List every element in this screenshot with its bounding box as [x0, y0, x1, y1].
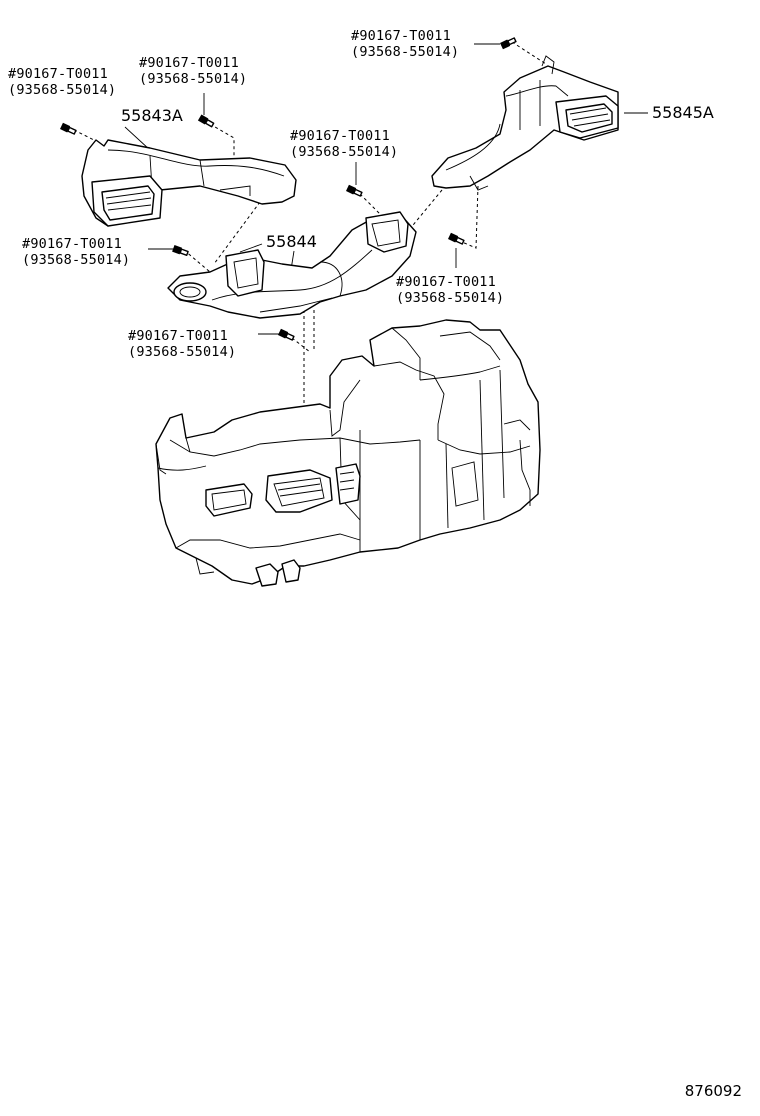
bolt-label-top-right: #90167-T0011 (93568-55014): [351, 28, 459, 60]
left-duct-55843a: [81, 139, 297, 227]
bolt-part-number: #90167-T0011: [139, 55, 239, 71]
bolt-alt-part-number: (93568-55014): [8, 82, 117, 98]
part-number-left-duct: 55843A: [121, 106, 183, 125]
bolt-label-right: #90167-T0011 (93568-55014): [396, 274, 504, 306]
bolt-label-top-left: #90167-T0011 (93568-55014): [8, 66, 116, 98]
bolt-icons: [59, 37, 517, 341]
bolt-label-top-center: #90167-T0011 (93568-55014): [139, 55, 247, 87]
bolt-alt-part-number: (93568-55014): [128, 344, 237, 360]
bolt-icon: [59, 122, 77, 135]
figure-number: 876092: [684, 1082, 742, 1100]
bolt-label-center: #90167-T0011 (93568-55014): [290, 128, 398, 160]
bolt-alt-part-number: (93568-55014): [22, 252, 131, 268]
bolt-part-number: #90167-T0011: [396, 274, 496, 290]
bolt-icon: [447, 232, 465, 245]
part-number-center-duct: 55844: [266, 232, 317, 251]
bolt-label-left: #90167-T0011 (93568-55014): [22, 236, 130, 268]
center-duct-55844: [167, 211, 417, 319]
bolt-label-lower: #90167-T0011 (93568-55014): [128, 328, 236, 360]
bolt-part-number: #90167-T0011: [290, 128, 390, 144]
bolt-icon: [197, 114, 215, 128]
bolt-icon: [499, 37, 517, 50]
leader-lines: [124, 43, 648, 335]
heater-unit: [155, 319, 541, 587]
part-number-right-duct: 55845A: [652, 103, 714, 122]
bolt-icon: [277, 328, 295, 341]
bolt-part-number: #90167-T0011: [8, 66, 108, 82]
bolt-alt-part-number: (93568-55014): [351, 44, 460, 60]
bolt-icon: [345, 184, 363, 197]
bolt-alt-part-number: (93568-55014): [290, 144, 399, 160]
bolt-icon: [172, 245, 189, 256]
bolt-part-number: #90167-T0011: [351, 28, 451, 44]
bolt-alt-part-number: (93568-55014): [139, 71, 248, 87]
right-duct-55845a: [431, 55, 619, 191]
bolt-part-number: #90167-T0011: [128, 328, 228, 344]
bolt-part-number: #90167-T0011: [22, 236, 122, 252]
bolt-alt-part-number: (93568-55014): [396, 290, 505, 306]
